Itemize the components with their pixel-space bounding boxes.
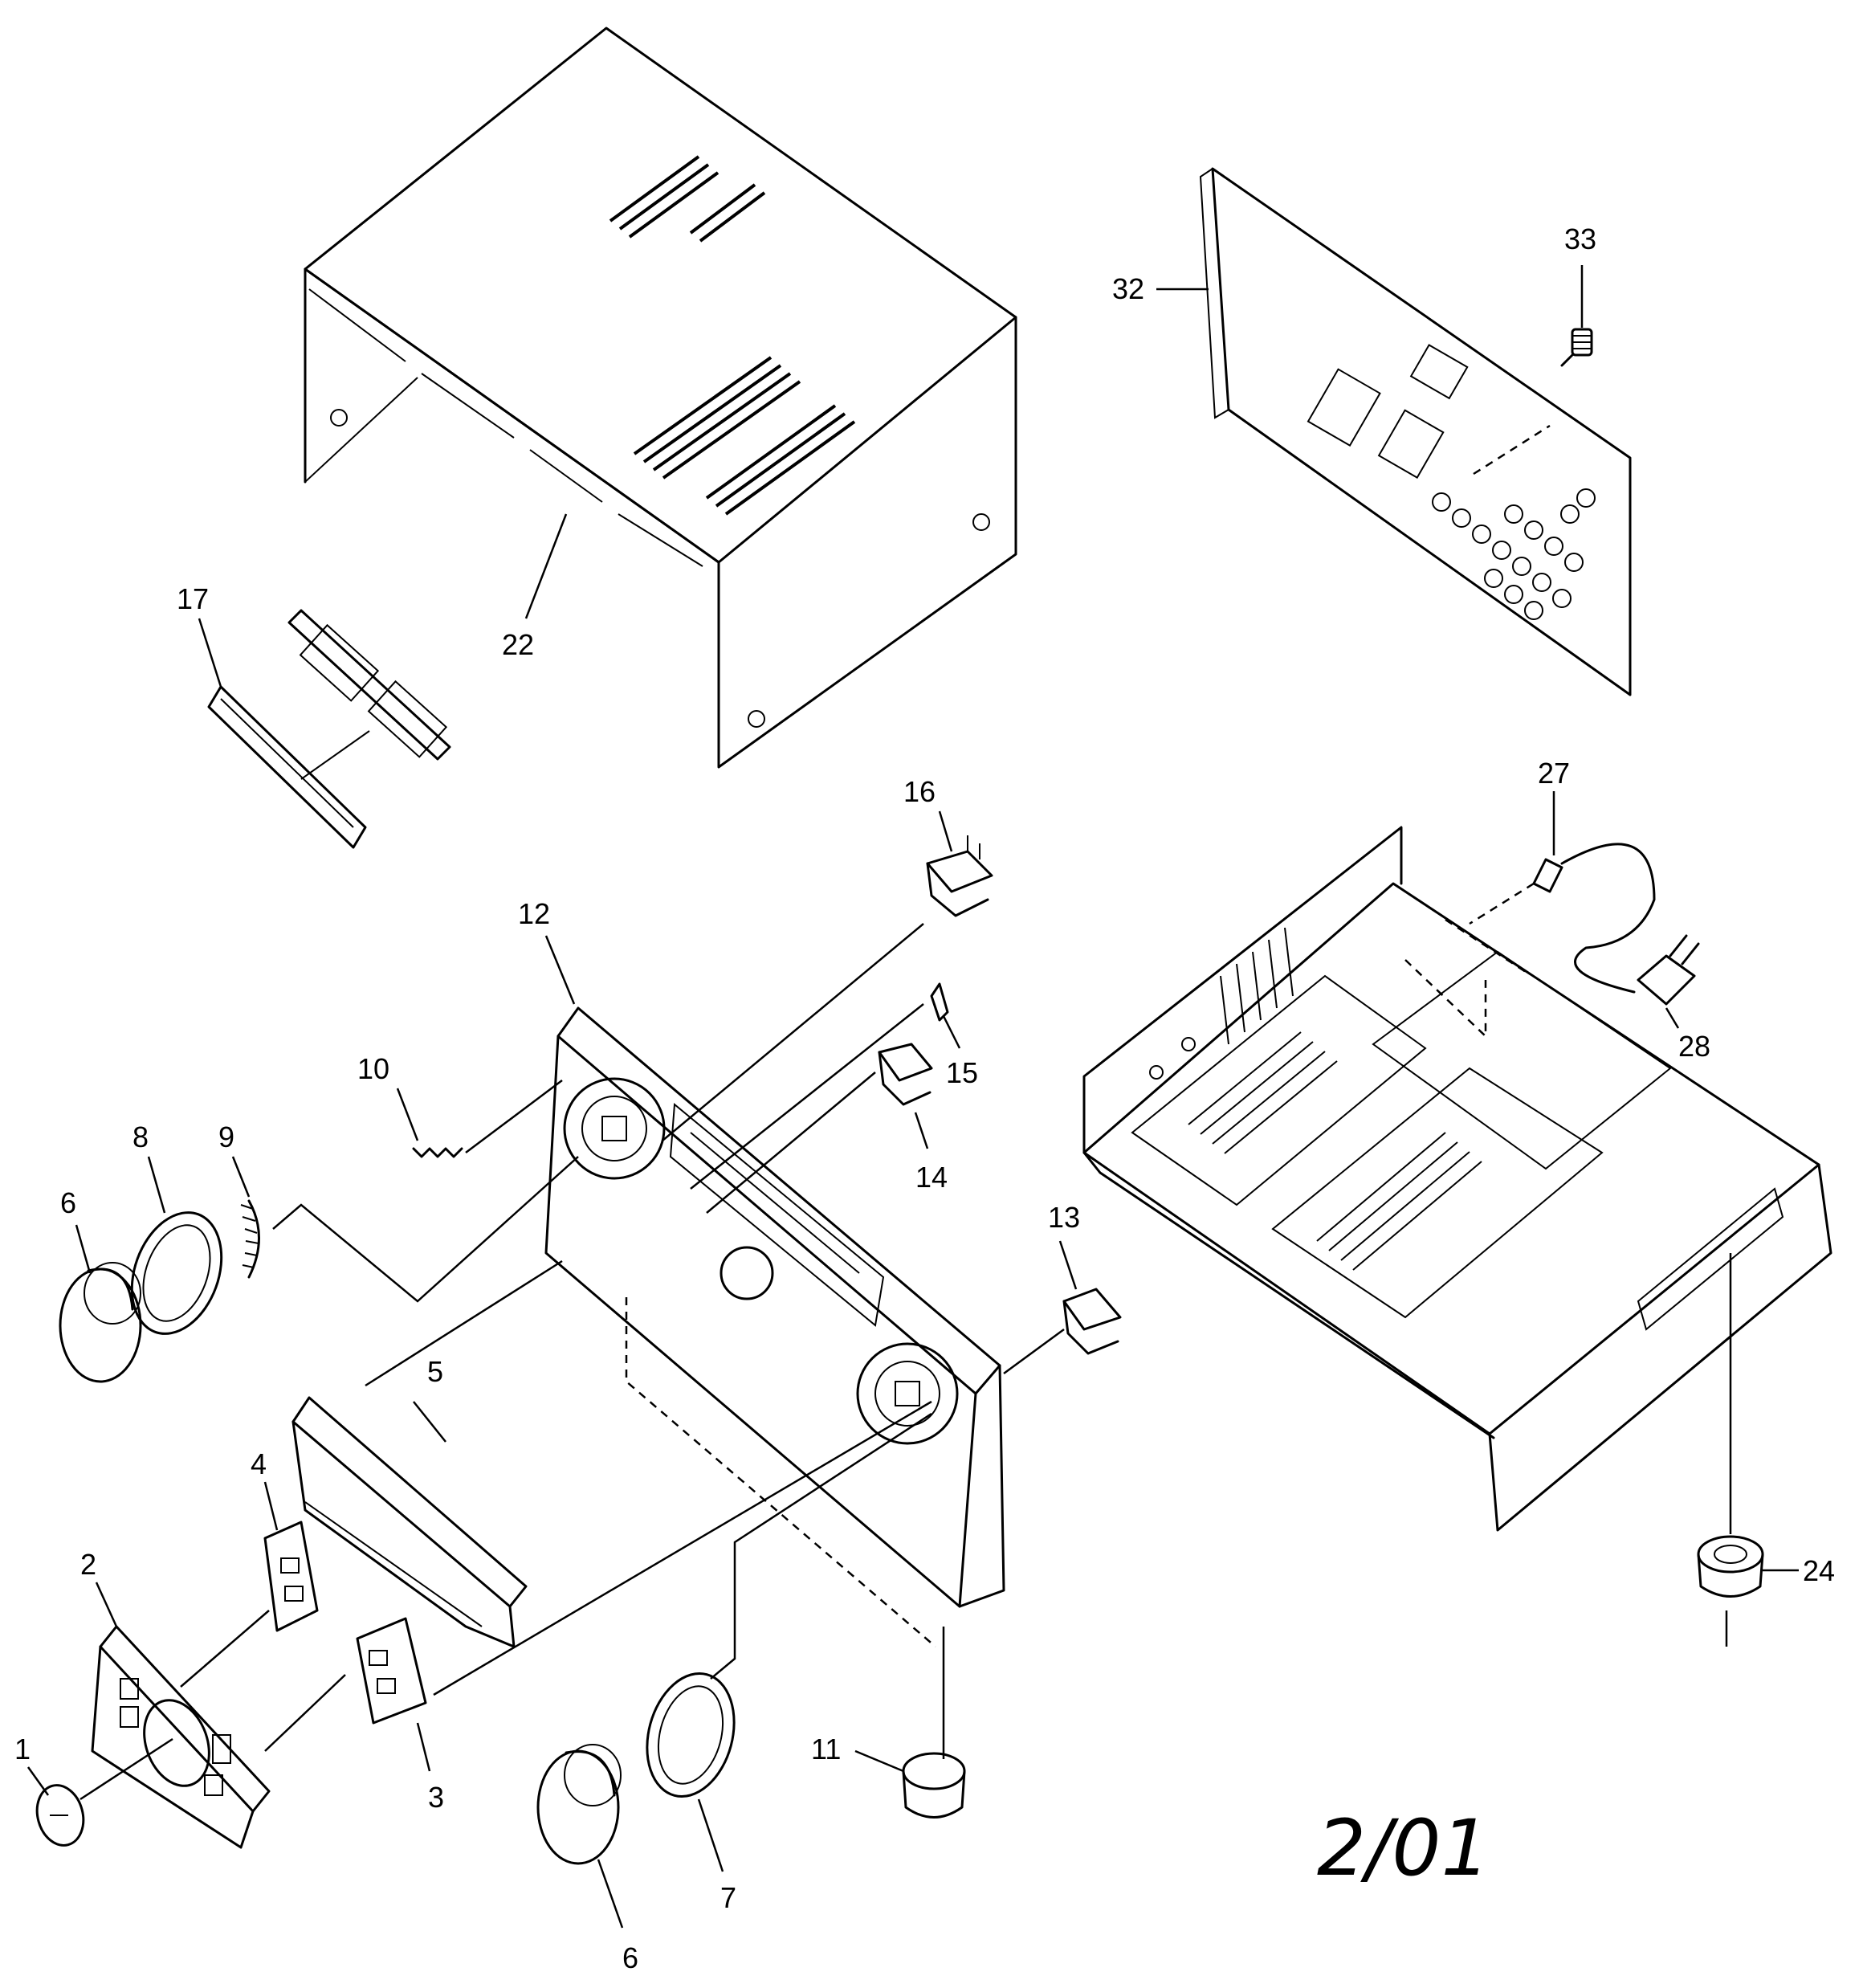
callout-13: 13 bbox=[1048, 1201, 1080, 1234]
rear-panel-part-32 bbox=[1199, 167, 1632, 696]
pcb-part-3 bbox=[264, 1400, 932, 1752]
ring-part-7 bbox=[646, 1412, 932, 1798]
bracket-part-15 bbox=[690, 982, 949, 1190]
callout-33: 33 bbox=[1564, 222, 1596, 255]
knob-part-6-upper bbox=[59, 1262, 142, 1383]
callout-9: 9 bbox=[218, 1121, 234, 1153]
switch-part-14 bbox=[706, 1043, 933, 1214]
callout-10: 10 bbox=[357, 1052, 389, 1085]
ring-part-8 bbox=[130, 1211, 223, 1335]
callout-28: 28 bbox=[1678, 1030, 1710, 1063]
top-cover-part-22 bbox=[304, 27, 1017, 769]
callout-17: 17 bbox=[177, 582, 209, 615]
callout-11: 11 bbox=[811, 1733, 841, 1766]
callout-6-upper: 6 bbox=[60, 1186, 76, 1219]
top-cover-vents bbox=[609, 155, 856, 516]
callout-22: 22 bbox=[502, 628, 534, 661]
foot-part-24 bbox=[1697, 1253, 1799, 1647]
rear-panel-jacks bbox=[1432, 488, 1596, 620]
callout-7: 7 bbox=[720, 1881, 736, 1914]
callout-5: 5 bbox=[427, 1355, 443, 1388]
screw-part-33 bbox=[1560, 265, 1593, 367]
callout-16: 16 bbox=[903, 775, 936, 808]
callout-2: 2 bbox=[80, 1548, 96, 1581]
front-chassis-part-12 bbox=[544, 1006, 1005, 1647]
callout-12: 12 bbox=[518, 897, 550, 930]
front-bezel-part-2 bbox=[91, 1625, 271, 1849]
gear-part-9 bbox=[240, 1156, 579, 1303]
foot-part-11 bbox=[902, 1627, 966, 1819]
callout-1: 1 bbox=[14, 1733, 31, 1766]
pcb-part-4 bbox=[180, 1521, 319, 1688]
callout-14: 14 bbox=[915, 1161, 948, 1194]
callout-32: 32 bbox=[1112, 272, 1144, 305]
switch-part-13 bbox=[1003, 1288, 1122, 1375]
cord-bushing-part-27 bbox=[1469, 843, 1656, 994]
spring-part-10 bbox=[412, 1080, 563, 1158]
power-plug-part-28 bbox=[1637, 934, 1700, 1006]
knob-part-6-lower bbox=[536, 1744, 622, 1865]
callout-6-lower: 6 bbox=[622, 1941, 638, 1974]
callout-15: 15 bbox=[946, 1056, 978, 1089]
bottom-chassis-vents bbox=[1188, 927, 1482, 1271]
callout-3: 3 bbox=[428, 1781, 444, 1814]
date-stamp: 2/01 bbox=[1317, 1803, 1490, 1893]
callout-24: 24 bbox=[1803, 1554, 1835, 1587]
display-window-part-17 bbox=[207, 609, 451, 849]
knob-part-1 bbox=[35, 1737, 173, 1847]
bottom-chassis bbox=[1082, 826, 1832, 1532]
callout-8: 8 bbox=[132, 1121, 149, 1153]
callout-4: 4 bbox=[251, 1447, 267, 1480]
door-panel-part-5 bbox=[291, 1259, 563, 1648]
switch-part-16 bbox=[662, 835, 993, 1141]
callout-27: 27 bbox=[1538, 757, 1570, 790]
